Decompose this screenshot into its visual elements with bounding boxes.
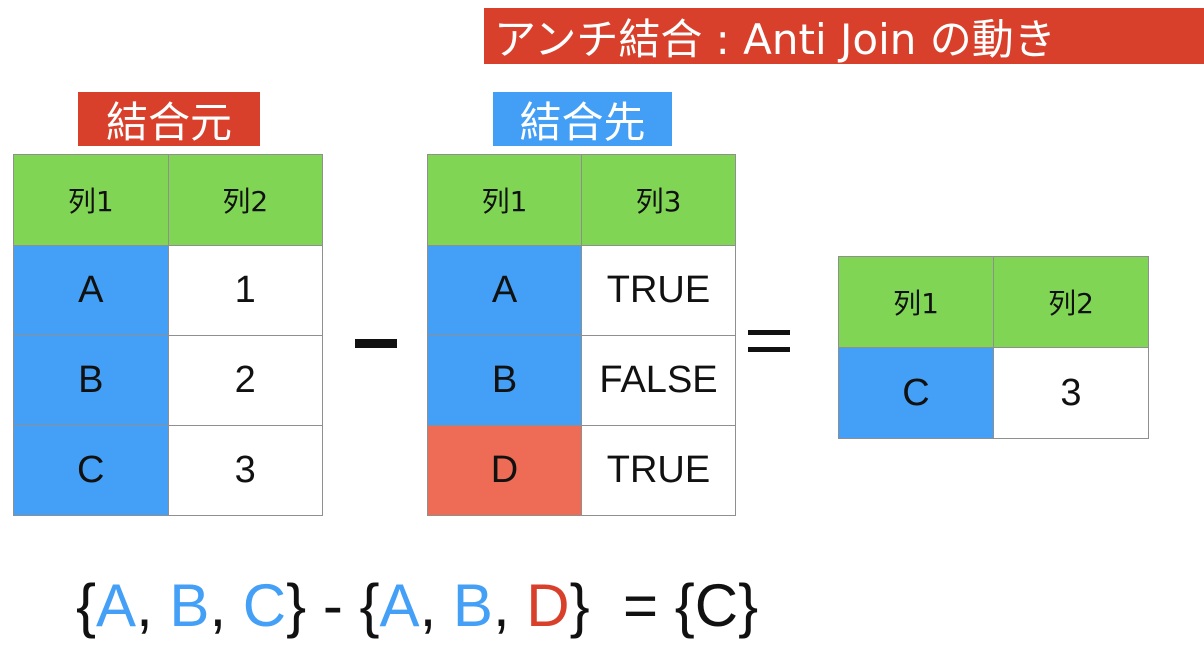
formula-part: { — [76, 572, 97, 639]
formula-part: } = {C} — [569, 572, 759, 639]
formula-part: , — [419, 572, 453, 639]
left-table-label: 結合元 — [78, 92, 260, 147]
key-cell: B — [427, 335, 582, 426]
header-cell: 列3 — [581, 154, 736, 246]
left-table: 列1 列2 A 1 B 2 C 3 — [13, 154, 323, 516]
right-table-label: 結合先 — [493, 92, 672, 147]
left-table-label-text: 結合元 — [105, 97, 232, 147]
key-cell: A — [427, 245, 582, 336]
header-cell: 列2 — [167, 154, 323, 246]
table-row: C 3 — [13, 425, 323, 516]
formula-part: , — [492, 572, 527, 639]
formula-part: A — [96, 572, 137, 639]
value-cell: TRUE — [581, 425, 736, 516]
table-row: D TRUE — [427, 425, 736, 516]
diagram-title: アンチ結合 : Anti Join の動き — [494, 14, 1056, 64]
formula-part: C — [242, 572, 287, 639]
formula-part: , — [136, 572, 170, 639]
key-cell: B — [13, 335, 169, 426]
key-cell: C — [838, 347, 994, 439]
formula-part: B — [452, 572, 493, 639]
equals-operator-icon — [748, 330, 790, 352]
header-cell: 列1 — [427, 154, 582, 246]
table-row: A 1 — [13, 245, 323, 336]
formula-part: A — [379, 572, 420, 639]
formula-part: D — [526, 572, 570, 639]
value-cell: 2 — [167, 335, 323, 426]
table-row: C 3 — [838, 347, 1149, 439]
header-cell: 列1 — [13, 154, 169, 246]
key-cell: D — [427, 425, 582, 516]
table-row: B FALSE — [427, 335, 736, 426]
formula-part: } - { — [286, 572, 380, 639]
value-cell: 1 — [167, 245, 323, 336]
table-header-row: 列1 列2 — [13, 154, 323, 246]
value-cell: TRUE — [581, 245, 736, 336]
table-header-row: 列1 列2 — [838, 256, 1149, 348]
table-row: A TRUE — [427, 245, 736, 336]
value-cell: FALSE — [581, 335, 736, 426]
table-header-row: 列1 列3 — [427, 154, 736, 246]
header-cell: 列2 — [993, 256, 1149, 348]
formula-part: , — [209, 572, 243, 639]
table-row: B 2 — [13, 335, 323, 426]
header-cell: 列1 — [838, 256, 994, 348]
title-banner: アンチ結合 : Anti Join の動き — [484, 8, 1204, 64]
minus-operator-icon — [355, 339, 397, 348]
right-table-label-text: 結合先 — [519, 97, 646, 147]
set-formula: {A, B, C} - {A, B, D} = {C} — [76, 568, 758, 644]
result-table: 列1 列2 C 3 — [838, 256, 1149, 439]
value-cell: 3 — [993, 347, 1149, 439]
right-table: 列1 列3 A TRUE B FALSE D TRUE — [427, 154, 736, 516]
key-cell: A — [13, 245, 169, 336]
value-cell: 3 — [167, 425, 323, 516]
key-cell: C — [13, 425, 169, 516]
formula-part: B — [169, 572, 210, 639]
